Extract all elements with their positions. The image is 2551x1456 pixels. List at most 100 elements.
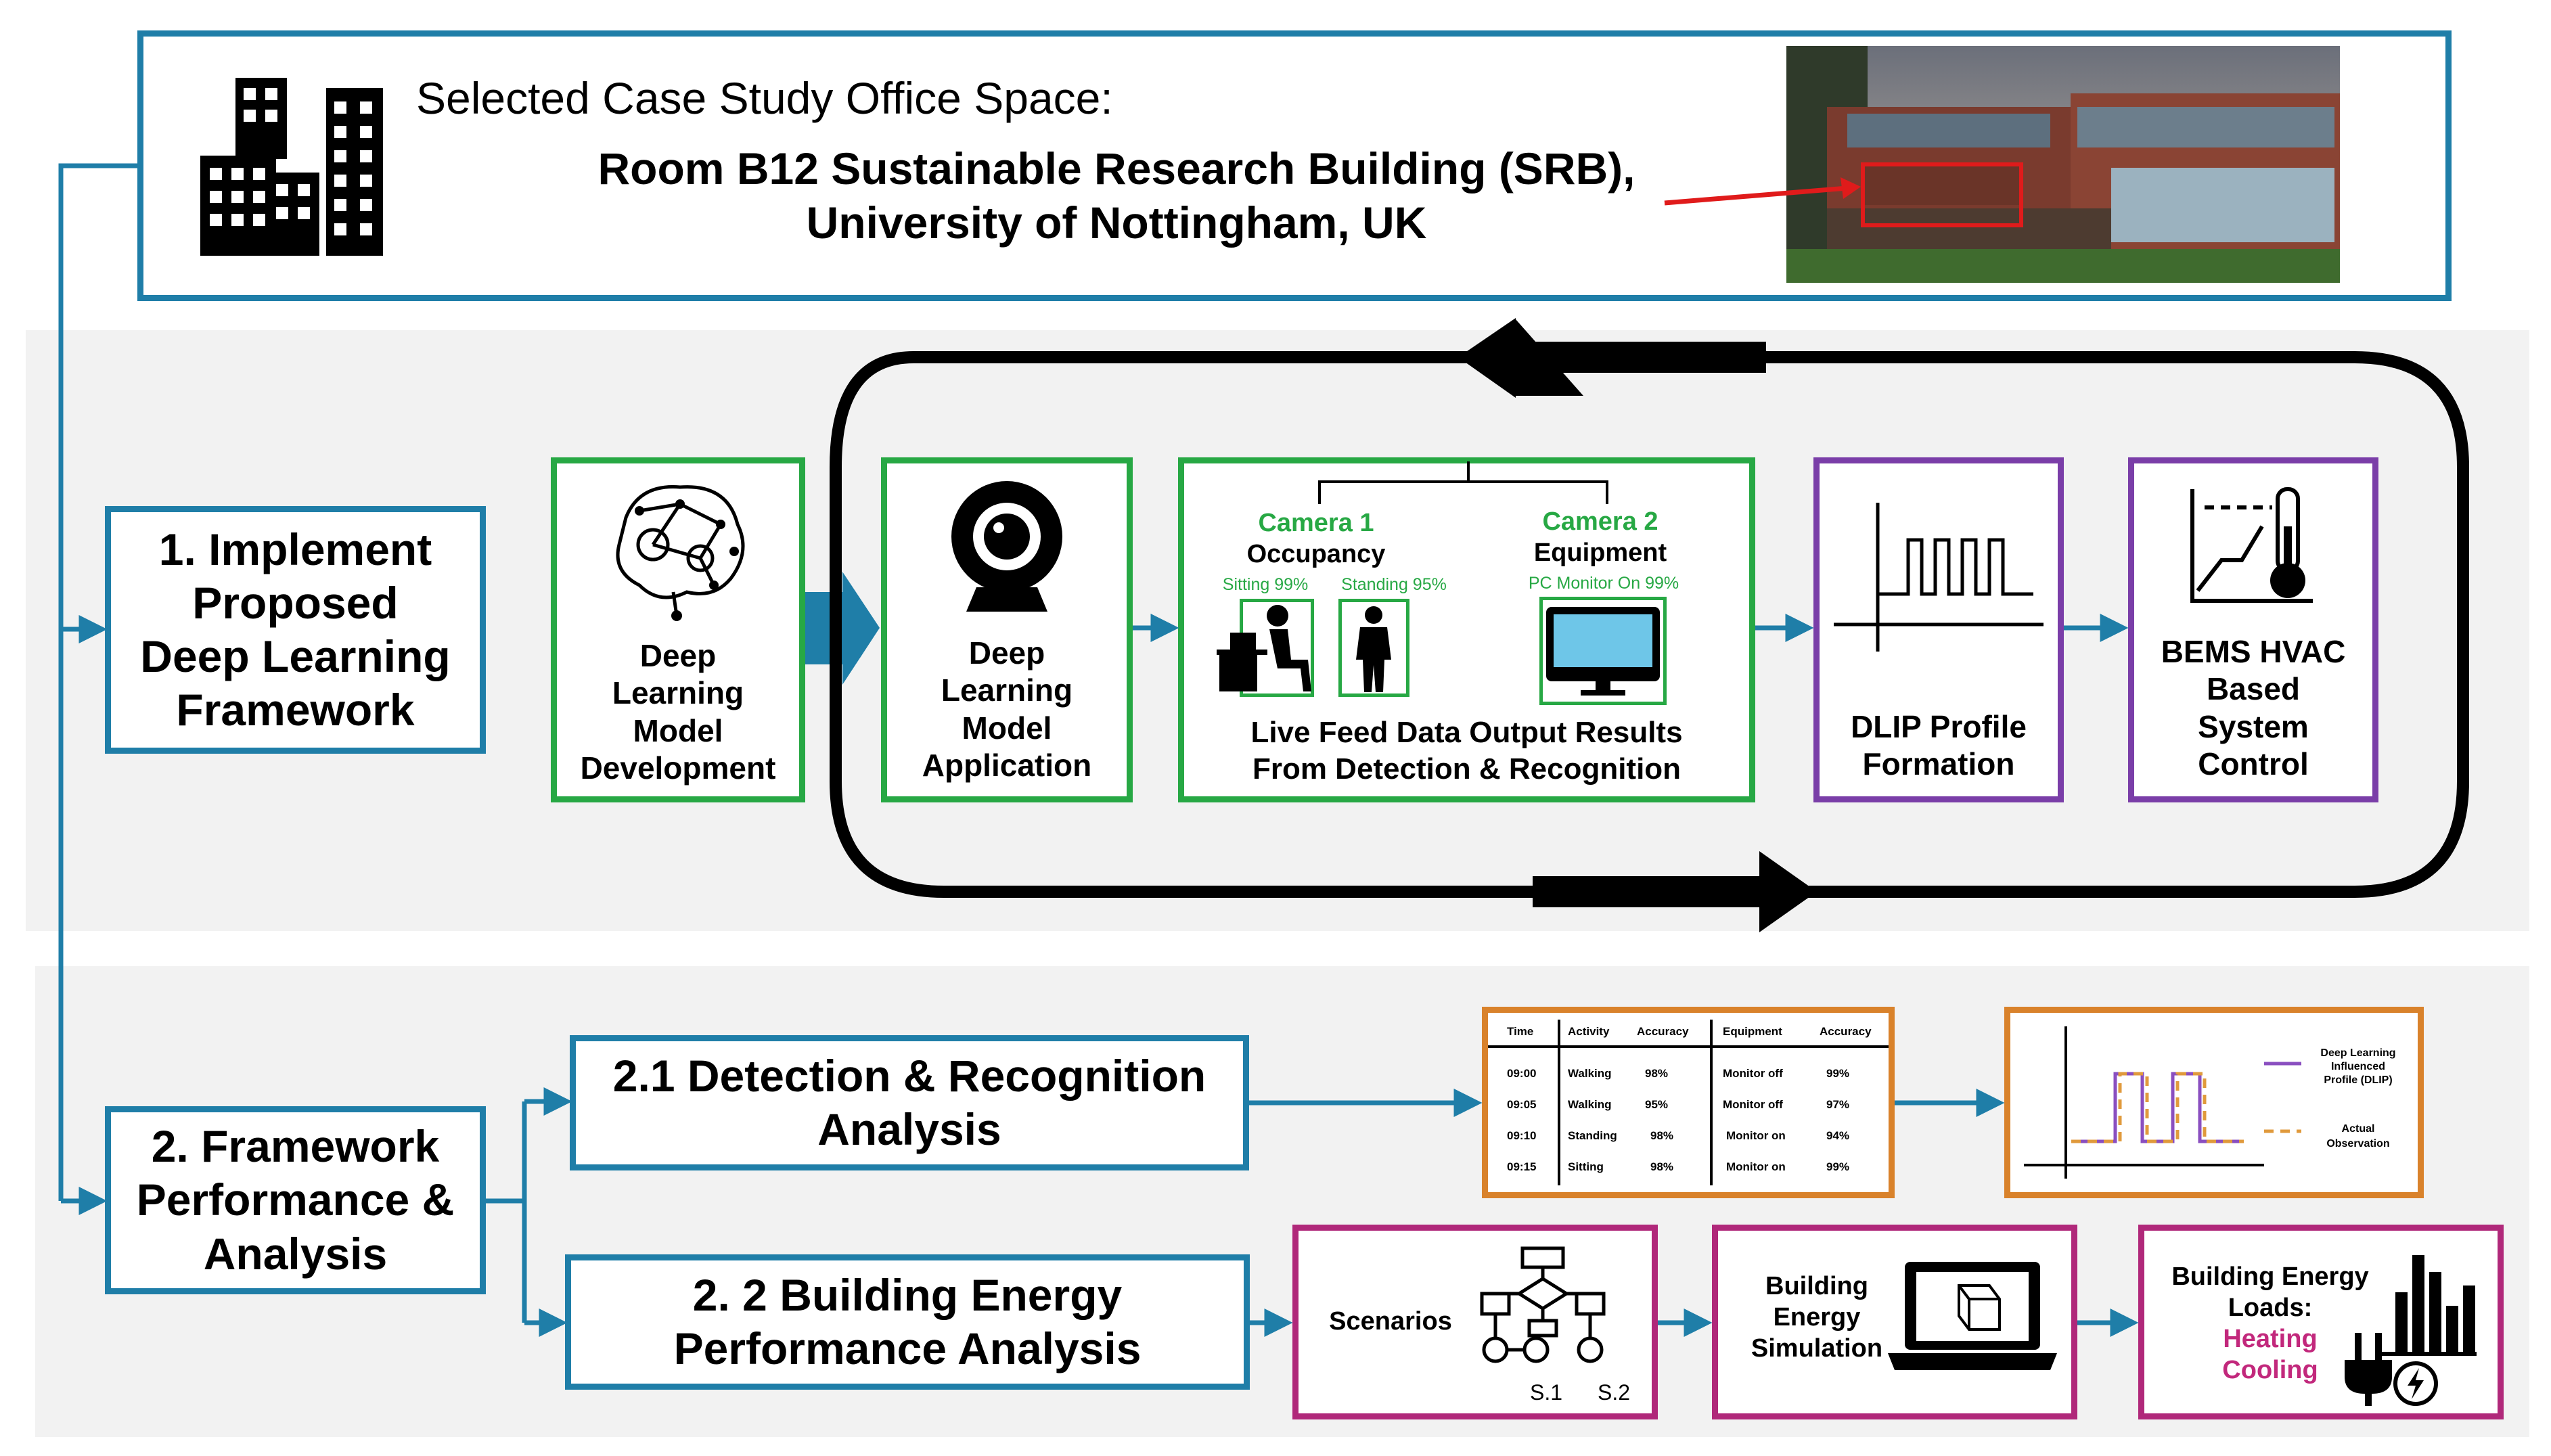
- dev-label-line: Deep: [639, 638, 717, 674]
- table-header: Accuracy: [1820, 1025, 1872, 1038]
- camera1-label: Camera 1: [1258, 509, 1374, 537]
- table-header: Accuracy: [1637, 1025, 1689, 1038]
- bems-label-line: System: [2198, 708, 2309, 744]
- step-profile-icon: [1834, 503, 2044, 652]
- standing-accuracy: Standing 95%: [1341, 575, 1447, 594]
- step1-implement-box: 1. Implement Proposed Deep Learning Fram…: [105, 506, 486, 754]
- accuracy-table-box: [1482, 1007, 1895, 1198]
- legend-actual-line1: Actual: [2341, 1123, 2375, 1135]
- legend-dlip-line1: Deep Learning: [2320, 1047, 2396, 1059]
- pc-monitor-icon: [1546, 607, 1660, 696]
- table-header: Activity: [1568, 1025, 1610, 1038]
- live-feed-line2: From Detection & Recognition: [1252, 752, 1681, 786]
- app-label-line: Deep: [968, 635, 1045, 671]
- case-study-subtitle: Selected Case Study Office Space:: [416, 73, 1113, 123]
- table-cell: Monitor off: [1723, 1067, 1783, 1080]
- table-cell: 09:15: [1507, 1160, 1537, 1173]
- loads-title-line2: Loads:: [2228, 1294, 2313, 1322]
- table-cell: Monitor on: [1726, 1160, 1786, 1173]
- table-cell: 99%: [1826, 1067, 1850, 1080]
- legend-dlip-line2: Influenced: [2330, 1061, 2385, 1072]
- step1-title-line: Framework: [176, 685, 415, 735]
- scenarios-label: Scenarios: [1329, 1307, 1452, 1336]
- table-cell: Monitor off: [1723, 1098, 1783, 1111]
- table-cell: 98%: [1645, 1067, 1669, 1080]
- table-cell: 98%: [1650, 1160, 1674, 1173]
- app-label-line: Learning: [941, 673, 1073, 708]
- step1-title-line: Deep Learning: [140, 631, 451, 681]
- bems-control-box: BEMS HVAC Based System Control: [2128, 457, 2378, 802]
- scenario-s1-label: S.1: [1529, 1380, 1563, 1405]
- simulation-line3: Simulation: [1751, 1334, 1883, 1363]
- camera2-label: Camera 2: [1542, 507, 1658, 536]
- heating-label: Heating: [2223, 1325, 2318, 1353]
- app-label-line: Application: [922, 747, 1092, 783]
- accuracy-table: Time Activity Accuracy Equipment Accurac…: [1488, 1013, 1889, 1192]
- table-cell: 95%: [1645, 1098, 1669, 1111]
- cooling-label: Cooling: [2222, 1356, 2318, 1384]
- step1-title-line: Proposed: [192, 577, 399, 628]
- energy-label-line: 2. 2 Building Energy: [692, 1269, 1123, 1320]
- detection-analysis-box: 2.1 Detection & Recognition Analysis: [570, 1035, 1249, 1170]
- dev-label-line: Development: [580, 750, 776, 786]
- table-cell: Sitting: [1568, 1160, 1604, 1173]
- bems-label-line: Control: [2198, 746, 2309, 781]
- detection-label-line: Analysis: [817, 1104, 1001, 1154]
- dlip-comparison-chart: [2024, 1026, 2301, 1179]
- live-feed-line1: Live Feed Data Output Results: [1250, 716, 1683, 749]
- table-cell: 94%: [1826, 1129, 1850, 1142]
- thermostat-chart-icon: [2190, 487, 2313, 603]
- table-cell: 09:10: [1507, 1129, 1537, 1142]
- table-cell: 98%: [1650, 1129, 1674, 1142]
- table-cell: 97%: [1826, 1098, 1850, 1111]
- legend-dlip-line3: Profile (DLIP): [2324, 1074, 2393, 1086]
- energy-plug-chart-icon: [2345, 1255, 2477, 1406]
- scenario-flowchart-icon: [1480, 1246, 1606, 1363]
- table-header: Time: [1507, 1025, 1534, 1038]
- monitor-detection-box: [1539, 597, 1667, 705]
- step2-performance-box: 2. Framework Performance & Analysis: [105, 1106, 486, 1294]
- app-label-line: Model: [962, 710, 1052, 746]
- pc-monitor-accuracy: PC Monitor On 99%: [1528, 574, 1679, 593]
- dlip-profile-box: DLIP Profile Formation: [1813, 457, 2064, 802]
- room-title-line2: University of Nottingham, UK: [806, 198, 1427, 248]
- scenarios-box: [1292, 1225, 1658, 1419]
- scenario-s2-label: S.2: [1597, 1380, 1631, 1405]
- table-cell: Standing: [1568, 1129, 1617, 1142]
- dev-label-line: Learning: [612, 675, 744, 711]
- laptop-3d-model-icon: [1888, 1262, 2057, 1370]
- loads-title-line1: Building Energy: [2171, 1262, 2369, 1291]
- table-cell: 09:00: [1507, 1067, 1537, 1080]
- table-cell: Monitor on: [1726, 1129, 1786, 1142]
- dlip-label-line: DLIP Profile: [1851, 708, 2027, 744]
- table-cell: Walking: [1568, 1067, 1612, 1080]
- table-cell: Walking: [1568, 1098, 1612, 1111]
- room-title-line1: Room B12 Sustainable Research Building (…: [597, 143, 1635, 194]
- equipment-label: Equipment: [1533, 539, 1667, 567]
- simulation-line1: Building: [1765, 1272, 1868, 1300]
- sitting-person-icon: [1217, 605, 1311, 691]
- bems-label-line: BEMS HVAC: [2161, 634, 2346, 670]
- step1-title-line: 1. Implement: [158, 524, 432, 574]
- office-building-icon: [200, 78, 383, 256]
- standing-person-icon: [1356, 606, 1391, 692]
- building-photo: [1786, 46, 2340, 283]
- room-highlight-box: [1861, 162, 2023, 227]
- step2-title-line: Performance &: [136, 1175, 455, 1225]
- step2-title-line: Analysis: [203, 1228, 388, 1279]
- simulation-line2: Energy: [1773, 1303, 1861, 1332]
- standing-detection-box: [1338, 599, 1409, 697]
- sitting-accuracy: Sitting 99%: [1222, 575, 1309, 594]
- table-header: Equipment: [1723, 1025, 1782, 1038]
- detection-label-line: 2.1 Detection & Recognition: [612, 1050, 1206, 1101]
- bems-label-line: Based: [2206, 671, 2301, 707]
- legend-actual-line2: Observation: [2326, 1138, 2390, 1150]
- webcam-icon: [951, 481, 1062, 612]
- energy-label-line: Performance Analysis: [673, 1323, 1142, 1373]
- occupancy-label: Occupancy: [1246, 540, 1386, 568]
- dl-development-box: Deep Learning Model Development: [551, 457, 805, 802]
- dev-label-line: Model: [633, 712, 723, 748]
- step2-title-line: 2. Framework: [151, 1121, 440, 1172]
- brain-network-icon: [616, 485, 745, 621]
